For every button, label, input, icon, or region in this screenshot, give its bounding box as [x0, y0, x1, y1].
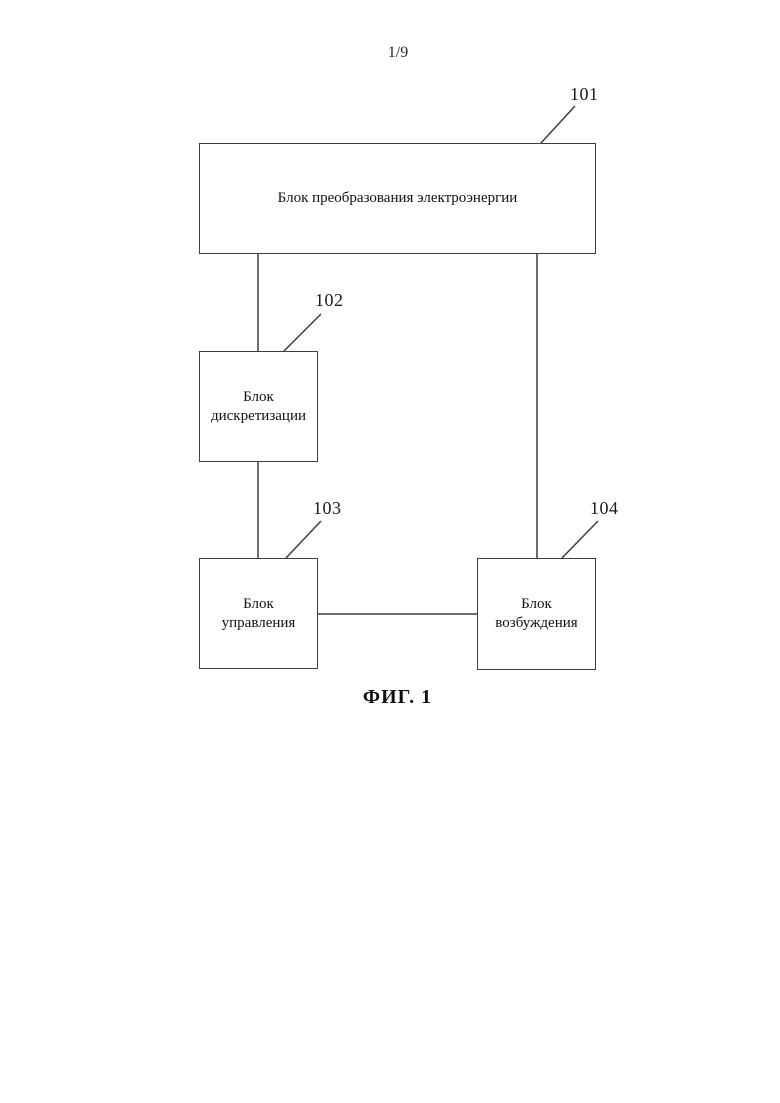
- block-excitation-label: Блок возбуждения: [495, 596, 578, 631]
- leader-line-101: [540, 105, 576, 144]
- leader-line-102: [283, 313, 322, 352]
- ref-label-101: 101: [570, 84, 599, 104]
- block-control-unit: Блок управления: [199, 558, 318, 669]
- block-excitation-unit: Блок возбуждения: [477, 558, 596, 670]
- leader-line-104: [561, 520, 599, 559]
- ref-label-102: 102: [315, 290, 344, 310]
- page-number: 1/9: [387, 44, 409, 61]
- block-power-conversion-label: Блок преобразования электроэнергии: [277, 190, 518, 207]
- ref-label-103: 103: [313, 498, 342, 518]
- block-discretization-label: Блок дискретизации: [210, 388, 306, 424]
- block-discretization-unit: Блок дискретизации: [199, 351, 318, 462]
- block-control-label: Блок управления: [221, 595, 296, 631]
- leader-line-103: [285, 520, 322, 559]
- figure-caption: ФИГ. 1: [362, 686, 433, 708]
- ref-label-104: 104: [590, 498, 619, 518]
- block-power-conversion-unit: Блок преобразования электроэнергии: [199, 143, 596, 254]
